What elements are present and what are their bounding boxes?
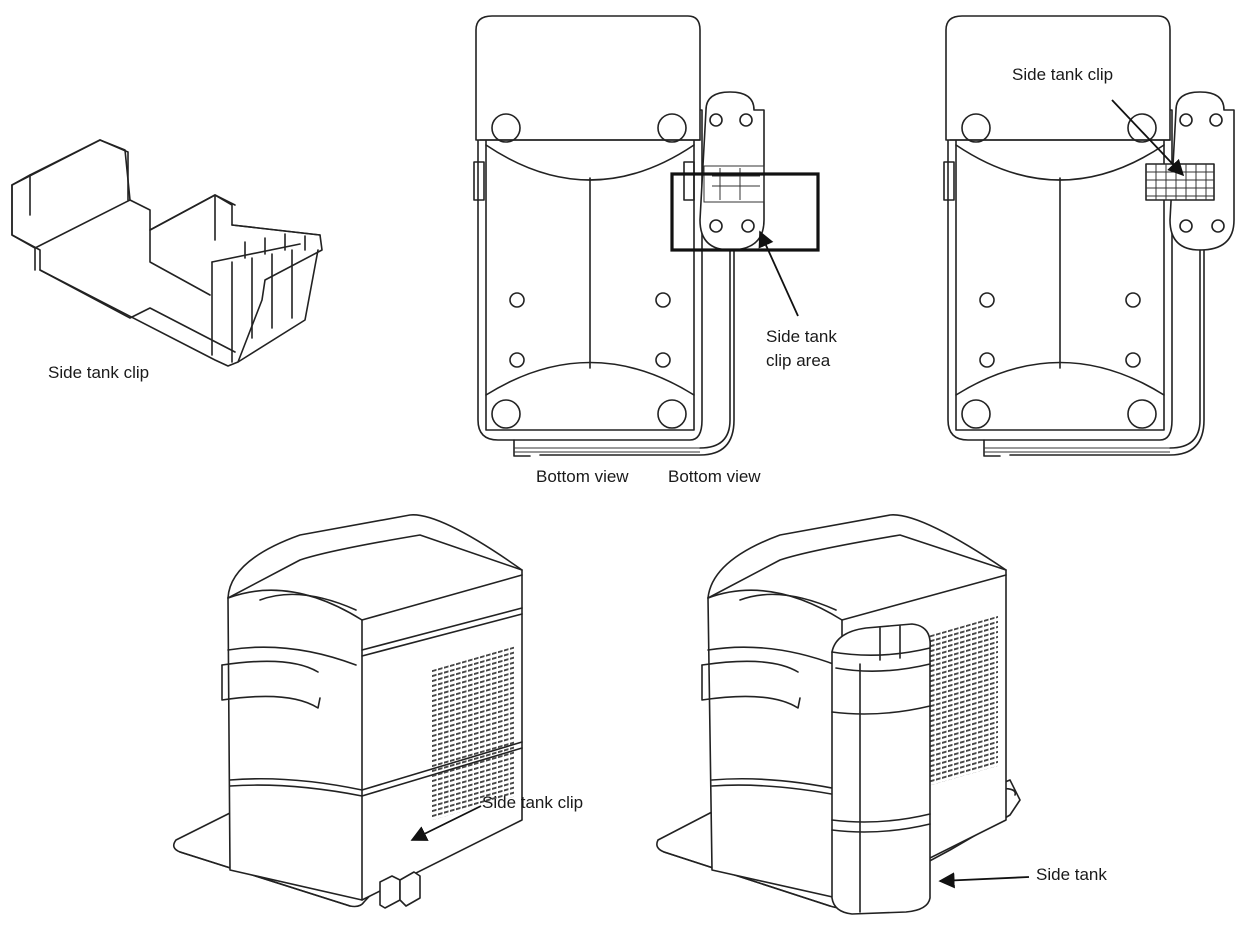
label-bottom-view-1: Bottom view <box>536 467 629 486</box>
bottom-view-clip-installed <box>943 15 1235 457</box>
label-side-tank-clip-base: Side tank clip <box>482 793 584 812</box>
callout-arrows <box>410 99 1185 889</box>
clip-area-arrow <box>758 230 799 317</box>
label-side-tank-clip-part: Side tank clip <box>48 363 150 382</box>
side-tank-clip-part <box>11 139 323 367</box>
label-clip-area-line1: Side tank <box>766 327 837 346</box>
installed-clip-arrow <box>1111 99 1185 177</box>
label-side-tank: Side tank <box>1036 865 1107 884</box>
label-clip-area-line2: clip area <box>766 351 831 370</box>
label-side-tank-clip-installed: Side tank clip <box>1012 65 1114 84</box>
label-bottom-view-2: Bottom view <box>668 467 761 486</box>
unit-perspective-with-tank <box>656 514 1021 915</box>
bottom-view-with-clip-area <box>473 15 820 457</box>
base-clip-arrow <box>410 805 482 841</box>
unit-perspective-with-clip <box>172 514 523 909</box>
side-tank-arrow <box>938 872 1030 889</box>
